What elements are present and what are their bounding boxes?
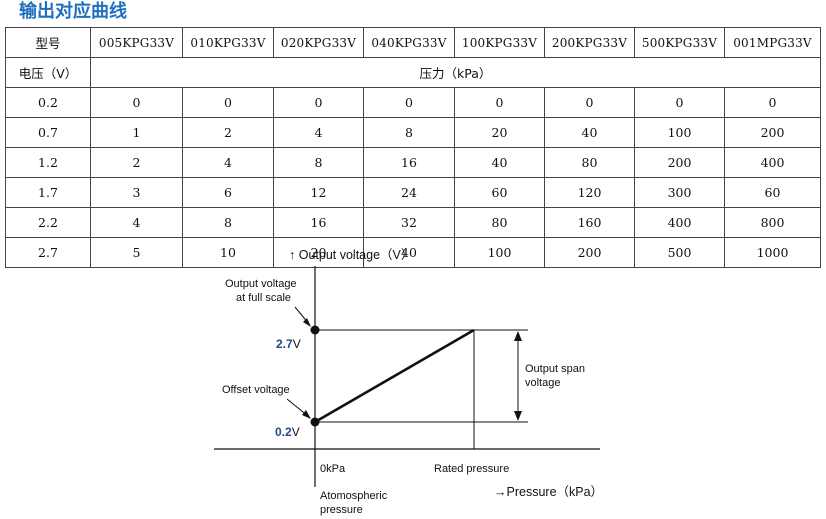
page-title: 输出对应曲线: [19, 1, 127, 22]
v-high-value: 2.7V: [276, 337, 301, 351]
x-axis-label: →Pressure（kPa）: [494, 485, 603, 499]
offset-label: Offset voltage: [222, 384, 290, 396]
pressure-cell: 800: [724, 207, 821, 238]
model-cell: 200KPG33V: [544, 27, 635, 58]
y-axis-label: ↑ Output voltage（V）: [289, 248, 413, 262]
pressure-cell: 1: [90, 117, 183, 148]
pressure-cell: 100: [454, 237, 545, 268]
voltage-cell: 2.2: [5, 207, 91, 238]
full-scale-dot: [310, 325, 320, 335]
pressure-cell: 0: [454, 87, 545, 118]
pressure-cell: 160: [544, 207, 635, 238]
pressure-cell: 0: [724, 87, 821, 118]
pressure-cell: 200: [634, 147, 725, 178]
voltage-header-cell: 电压（V）: [5, 57, 91, 88]
table-unit-row: 电压（V）压力（kPa）: [5, 57, 821, 88]
model-header-cell: 型号: [5, 27, 91, 58]
pressure-cell: 500: [634, 237, 725, 268]
voltage-cell: 1.7: [5, 177, 91, 208]
pressure-cell: 60: [454, 177, 545, 208]
full-scale-label-line2: at full scale: [236, 292, 291, 304]
offset-callout-head: [302, 410, 311, 419]
x-zero-label: 0kPa: [320, 463, 346, 475]
pressure-cell: 20: [273, 237, 364, 268]
full-scale-label-line1: Output voltage: [225, 278, 297, 290]
pressure-cell: 20: [454, 117, 545, 148]
full-scale-callout-head: [303, 318, 311, 327]
model-cell: 005KPG33V: [90, 27, 183, 58]
pressure-header-cell: 压力（kPa）: [90, 57, 821, 88]
atm-label-line1: Atomospheric: [320, 490, 388, 502]
pressure-cell: 16: [363, 147, 455, 178]
span-arrow-bottom-head: [514, 411, 522, 421]
pressure-cell: 4: [273, 117, 364, 148]
pressure-cell: 6: [182, 177, 274, 208]
pressure-cell: 4: [90, 207, 183, 238]
pressure-cell: 1000: [724, 237, 821, 268]
span-label-line2: voltage: [525, 377, 560, 389]
output-curve-line: [314, 328, 475, 424]
span-arrow-top-head: [514, 331, 522, 341]
span-label-line1: Output span: [525, 363, 585, 375]
pressure-cell: 10: [182, 237, 274, 268]
pressure-cell: 16: [273, 207, 364, 238]
voltage-cell: 1.2: [5, 147, 91, 178]
v-low-value: 0.2V: [275, 425, 300, 439]
pressure-cell: 2: [90, 147, 183, 178]
pressure-cell: 3: [90, 177, 183, 208]
atm-label-line2: pressure: [320, 504, 363, 516]
x-rated-label: Rated pressure: [434, 463, 509, 475]
pressure-cell: 0: [363, 87, 455, 118]
offset-dot: [310, 417, 320, 427]
pressure-cell: 200: [544, 237, 635, 268]
model-cell: 010KPG33V: [182, 27, 274, 58]
model-cell: 500KPG33V: [634, 27, 725, 58]
pressure-cell: 0: [634, 87, 725, 118]
pressure-cell: 120: [544, 177, 635, 208]
model-cell: 020KPG33V: [273, 27, 364, 58]
pressure-cell: 32: [363, 207, 455, 238]
pressure-cell: 24: [363, 177, 455, 208]
